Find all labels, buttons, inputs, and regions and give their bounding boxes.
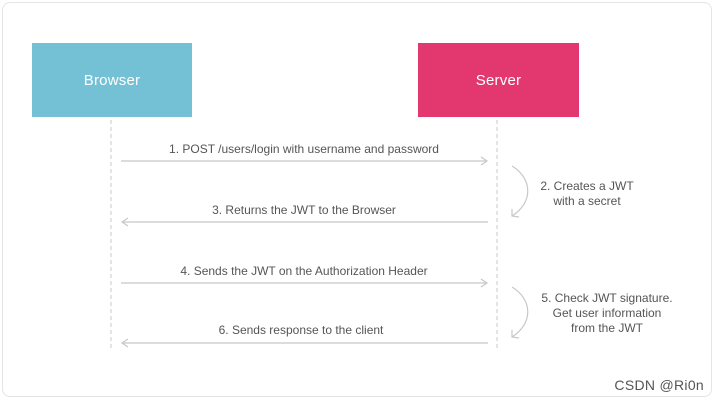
server-self-loop-2 bbox=[511, 286, 529, 338]
diagram-frame bbox=[2, 2, 712, 397]
server-note-5-line-3: from the JWT bbox=[570, 321, 644, 335]
step-3-label: 3. Returns the JWT to the Browser bbox=[212, 203, 396, 217]
server-actor-box: Server bbox=[418, 43, 579, 117]
step-6-arrowhead bbox=[120, 338, 129, 348]
step-4-label: 4. Sends the JWT on the Authorization He… bbox=[180, 264, 428, 278]
server-self-loop-2-head bbox=[511, 330, 520, 339]
server-self-loop-1 bbox=[511, 165, 529, 217]
browser-actor-box: Browser bbox=[32, 43, 192, 117]
step-3-arrowhead bbox=[120, 217, 129, 227]
step-4-arrowhead bbox=[480, 278, 489, 288]
server-label: Server bbox=[475, 71, 522, 89]
server-note-5-line-1: 5. Check JWT signature. bbox=[541, 291, 673, 305]
server-note-5: 5. Check JWT signature. Get user informa… bbox=[541, 291, 672, 336]
watermark: CSDN @Ri0n bbox=[614, 377, 704, 393]
server-note-2-line-2: with a secret bbox=[553, 194, 621, 208]
server-note-5-line-2: Get user information bbox=[552, 306, 662, 320]
server-note-2-line-1: 2. Creates a JWT bbox=[540, 179, 634, 193]
step-6-label: 6. Sends response to the client bbox=[218, 323, 384, 337]
step-1-label: 1. POST /users/login with username and p… bbox=[169, 142, 439, 156]
step-1-arrowhead bbox=[480, 156, 489, 166]
browser-label: Browser bbox=[83, 71, 141, 89]
server-note-2: 2. Creates a JWT with a secret bbox=[540, 179, 633, 209]
server-self-loop-1-head bbox=[511, 209, 520, 218]
